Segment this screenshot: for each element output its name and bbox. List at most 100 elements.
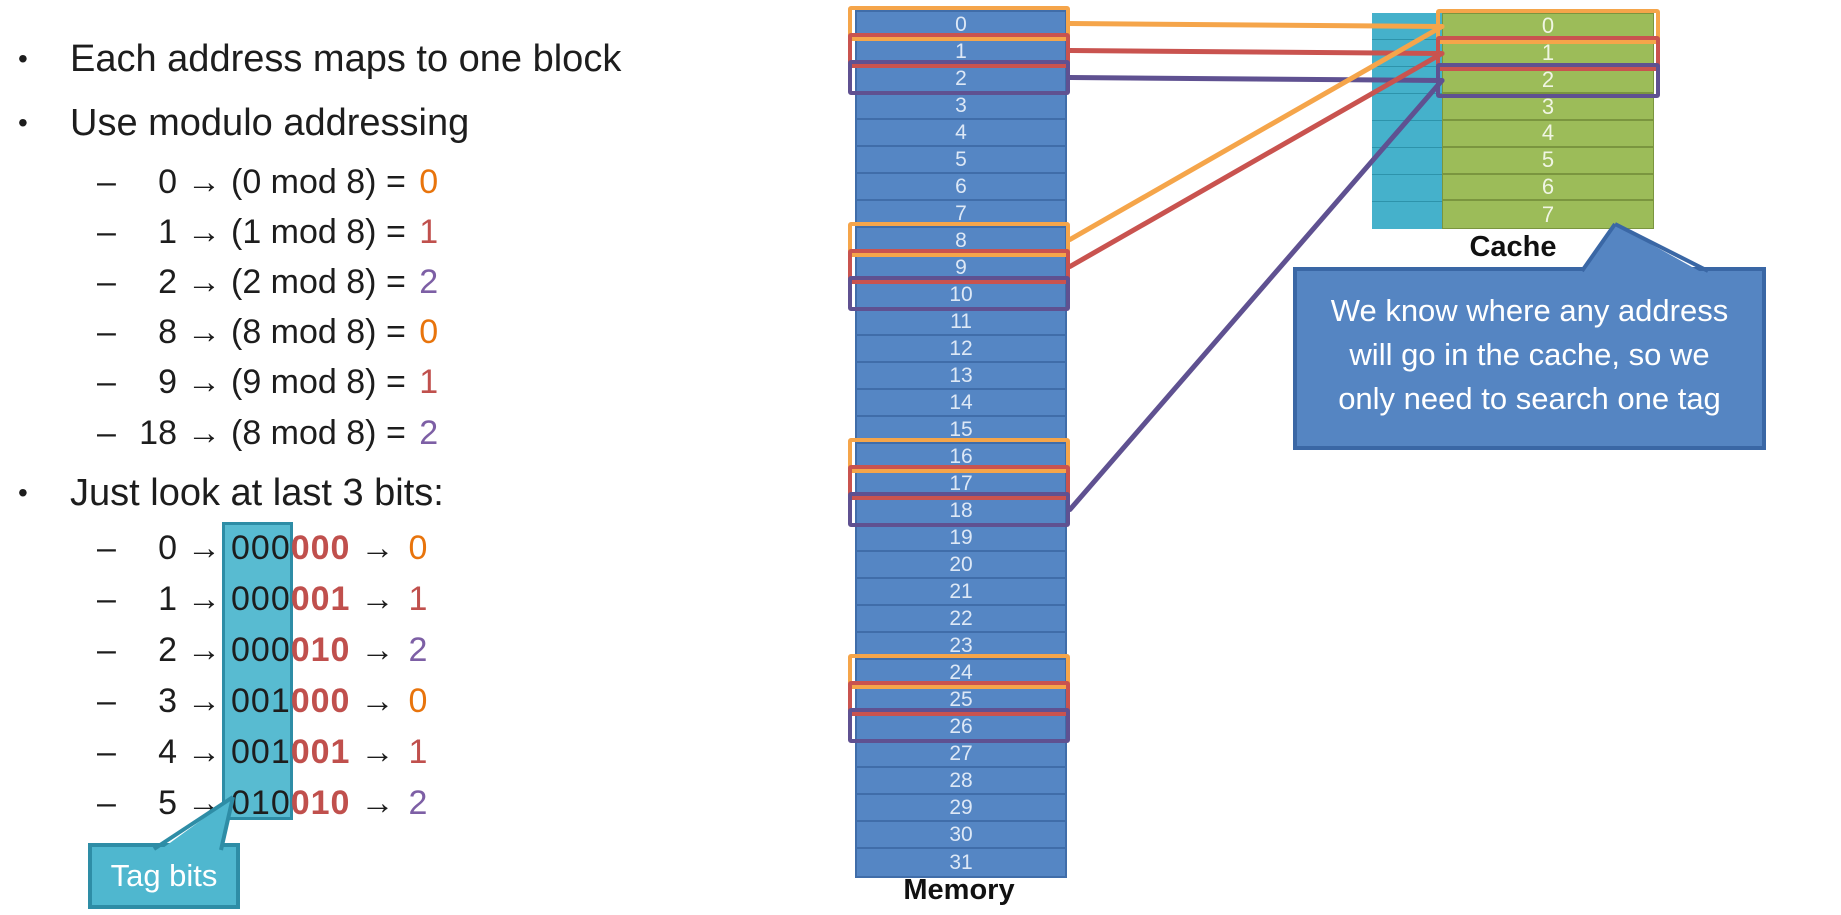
note-line: will go in the cache, so we bbox=[1349, 337, 1710, 372]
memory-row-highlight bbox=[848, 60, 1070, 95]
dash-icon: – bbox=[97, 262, 116, 301]
bullet-last-3-bits: • Just look at last 3 bits: bbox=[18, 470, 444, 516]
modulo-item: – 1 → (1 mod 8) = 1 bbox=[0, 207, 438, 257]
memory-row: 11 bbox=[857, 309, 1065, 336]
dash-icon: – bbox=[97, 413, 116, 452]
index-bits-value: 001 bbox=[290, 732, 351, 771]
dash-icon: – bbox=[97, 630, 116, 669]
note-line: We know where any address bbox=[1330, 293, 1729, 328]
modulo-item: – 2 → (2 mod 8) = 2 bbox=[0, 257, 438, 307]
bullet-each-address: • Each address maps to one block bbox=[18, 36, 621, 82]
bullet-label: Just look at last 3 bits: bbox=[70, 472, 444, 514]
block-result: 0 bbox=[419, 162, 439, 201]
modulo-expression: (1 mod 8) = bbox=[231, 212, 416, 251]
address-value: 3 bbox=[158, 681, 177, 720]
modulo-item: –18 → (8 mod 8) = 2 bbox=[0, 408, 438, 458]
cache-tag-cell bbox=[1372, 13, 1442, 40]
address-value: 18 bbox=[139, 413, 177, 452]
block-result: 0 bbox=[408, 528, 428, 567]
address-value: 1 bbox=[158, 212, 177, 251]
bullet-use-modulo: • Use modulo addressing bbox=[18, 100, 469, 146]
block-result: 2 bbox=[408, 630, 428, 669]
memory-row: 22 bbox=[857, 606, 1065, 633]
arrow-icon: → bbox=[187, 212, 221, 251]
cache-row: 5 bbox=[1443, 147, 1653, 175]
arrow-icon: → bbox=[187, 313, 221, 352]
arrow-icon: → bbox=[187, 732, 221, 771]
block-result: 1 bbox=[408, 579, 428, 618]
tag-bits-value: 001 bbox=[231, 732, 291, 771]
cache-tag-cell bbox=[1372, 40, 1442, 67]
memory-row: 12 bbox=[857, 336, 1065, 363]
bullet-icon: • bbox=[18, 43, 28, 74]
arrow-icon: → bbox=[360, 783, 395, 822]
memory-label: Memory bbox=[903, 874, 1015, 906]
memory-row-highlight bbox=[848, 681, 1070, 716]
address-value: 0 bbox=[158, 528, 177, 567]
arrow-icon: → bbox=[187, 681, 221, 720]
arrow-icon: → bbox=[187, 413, 221, 452]
arrow-icon: → bbox=[187, 630, 221, 669]
block-result: 1 bbox=[408, 732, 428, 771]
memory-row-highlight bbox=[848, 492, 1070, 527]
bullet-label: Use modulo addressing bbox=[70, 102, 470, 144]
arrow-icon: → bbox=[360, 579, 395, 618]
memory-row: 18 bbox=[857, 498, 1065, 525]
cache-note-callout: We know where any address will go in the… bbox=[1293, 267, 1766, 450]
memory-row: 5 bbox=[857, 147, 1065, 174]
cache-tag-cell bbox=[1372, 121, 1442, 148]
block-result: 2 bbox=[408, 783, 428, 822]
arrow-icon: → bbox=[187, 162, 221, 201]
address-value: 8 bbox=[158, 313, 177, 352]
arrow-icon: → bbox=[360, 630, 395, 669]
dash-icon: – bbox=[97, 579, 116, 618]
memory-row: 30 bbox=[857, 822, 1065, 849]
dash-icon: – bbox=[97, 783, 116, 822]
modulo-expression: (9 mod 8) = bbox=[231, 363, 416, 402]
modulo-expression: (8 mod 8) = bbox=[231, 413, 416, 452]
dash-icon: – bbox=[97, 363, 116, 402]
arrow-icon: → bbox=[360, 528, 395, 567]
arrow-icon: → bbox=[187, 363, 221, 402]
index-bits-value: 001 bbox=[290, 579, 351, 618]
cache-tag-cell bbox=[1372, 175, 1442, 202]
block-result: 1 bbox=[419, 363, 439, 402]
cache-row: 3 bbox=[1443, 94, 1653, 121]
index-bits-value: 010 bbox=[290, 783, 351, 822]
index-bits-value: 010 bbox=[290, 630, 351, 669]
memory-row: 21 bbox=[857, 579, 1065, 606]
block-result: 2 bbox=[419, 262, 439, 301]
memory-row: 14 bbox=[857, 390, 1065, 417]
arrow-icon: → bbox=[360, 732, 395, 771]
index-bits-value: 000 bbox=[290, 528, 351, 567]
memory-row-highlight bbox=[848, 276, 1070, 311]
memory-row-highlight bbox=[848, 708, 1070, 743]
dash-icon: – bbox=[97, 732, 116, 771]
dash-icon: – bbox=[97, 313, 116, 352]
memory-row: 13 bbox=[857, 363, 1065, 390]
block-result: 1 bbox=[419, 212, 439, 251]
dash-icon: – bbox=[97, 212, 116, 251]
cache-tag-cell bbox=[1372, 94, 1442, 121]
memory-row: 31 bbox=[857, 849, 1065, 876]
tag-bits-value: 010 bbox=[231, 783, 291, 822]
memory-row: 3 bbox=[857, 93, 1065, 120]
arrow-icon: → bbox=[187, 579, 221, 618]
dash-icon: – bbox=[97, 528, 116, 567]
modulo-expression: (2 mod 8) = bbox=[231, 262, 416, 301]
memory-row: 27 bbox=[857, 741, 1065, 768]
memory-row-highlight bbox=[848, 654, 1070, 689]
cache-row-highlight bbox=[1436, 63, 1660, 98]
index-bits-value: 000 bbox=[290, 681, 351, 720]
arrow-icon: → bbox=[187, 262, 221, 301]
block-result: 0 bbox=[419, 313, 439, 352]
block-result: 2 bbox=[419, 413, 439, 452]
address-value: 2 bbox=[158, 262, 177, 301]
address-value: 9 bbox=[158, 363, 177, 402]
